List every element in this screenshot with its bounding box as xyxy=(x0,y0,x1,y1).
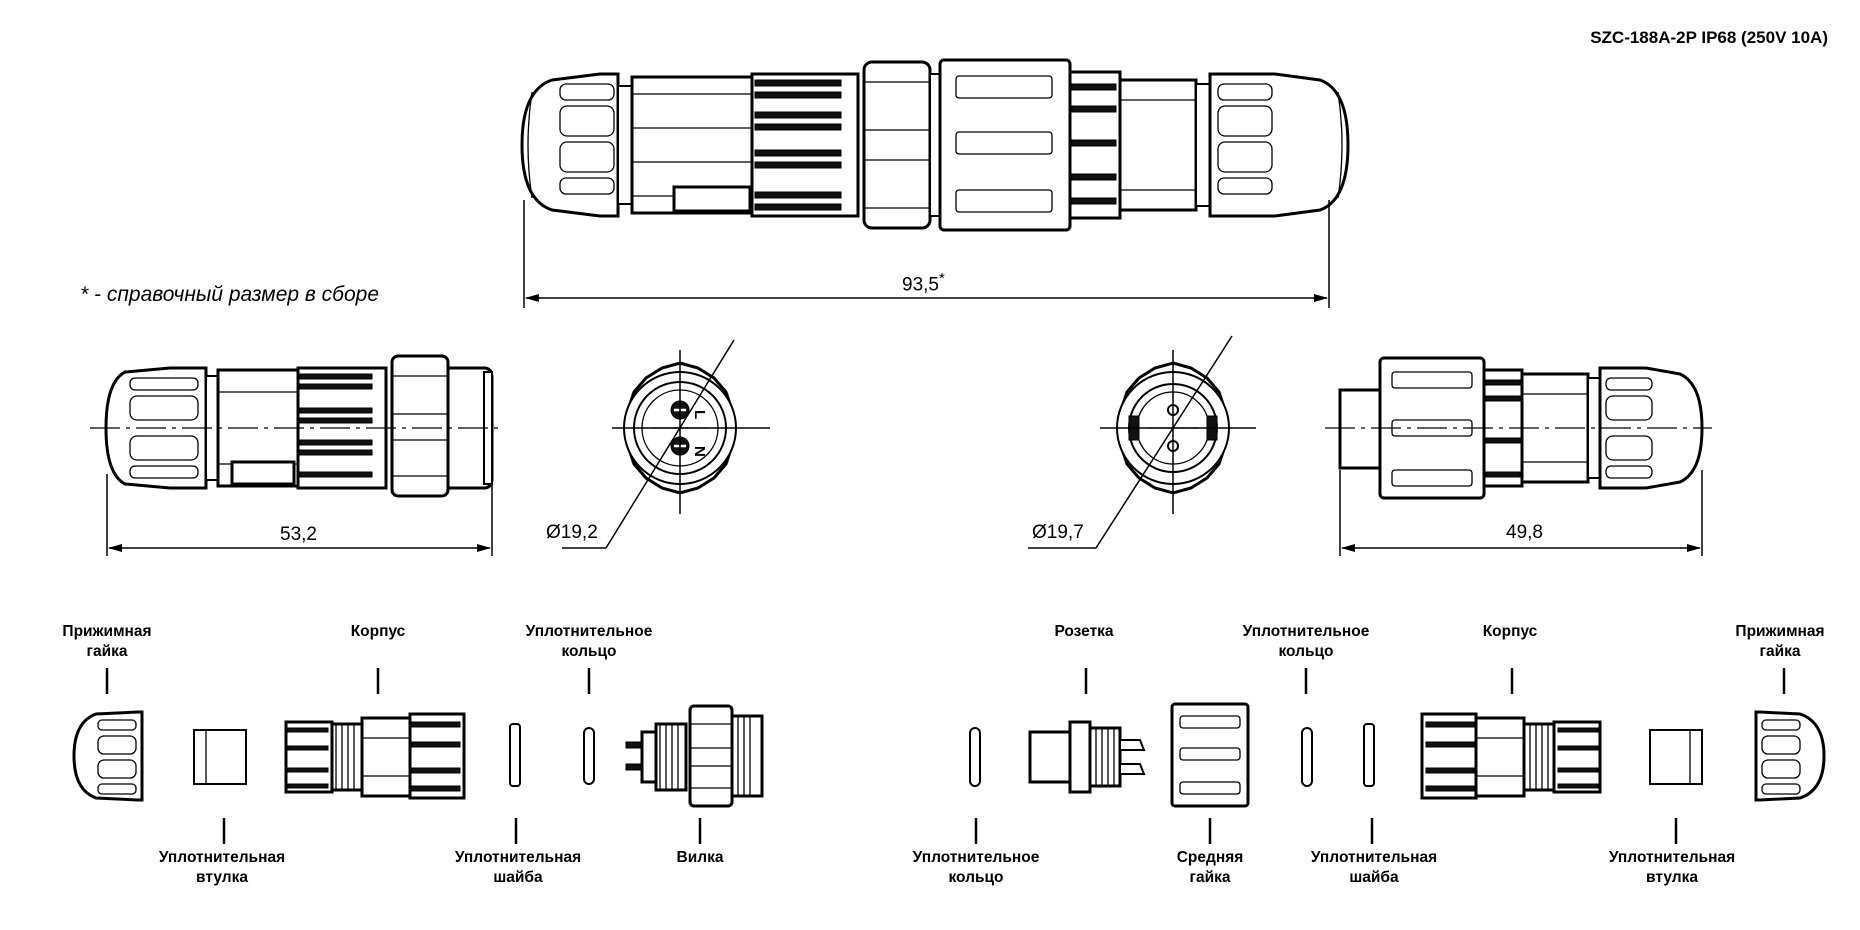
label-housing-right: Корпус xyxy=(1482,623,1538,640)
plug-front-view xyxy=(562,339,770,549)
neutral-mark: N xyxy=(691,446,708,457)
socket-length-label: 49,8 xyxy=(1506,522,1543,543)
total-length-dimension xyxy=(523,200,1330,308)
socket-front-view xyxy=(1028,335,1256,549)
assembled-connector xyxy=(520,58,1350,232)
socket-length-dimension xyxy=(1339,470,1703,556)
leader-lines xyxy=(105,668,1786,844)
model-title: SZC-188A-2P IP68 (250V 10A) xyxy=(1590,28,1828,47)
exploded-parts-right xyxy=(969,702,1826,808)
plug-length-dimension xyxy=(106,474,493,556)
reference-note: * - справочный размер в сборе xyxy=(80,283,380,306)
exploded-parts-left xyxy=(72,704,764,808)
socket-side-view xyxy=(1325,356,1712,500)
live-mark: L xyxy=(691,410,708,419)
plug-diameter-label: Ø19,2 xyxy=(546,522,598,543)
plug-length-label: 53,2 xyxy=(280,524,317,545)
label-housing-left: Корпус xyxy=(350,623,406,640)
label-plug: Вилка xyxy=(676,849,724,866)
plug-side-view xyxy=(90,354,500,498)
total-length-label: 93,5* xyxy=(902,270,945,296)
label-socket: Розетка xyxy=(1054,623,1114,640)
socket-diameter-label: Ø19,7 xyxy=(1032,522,1084,543)
